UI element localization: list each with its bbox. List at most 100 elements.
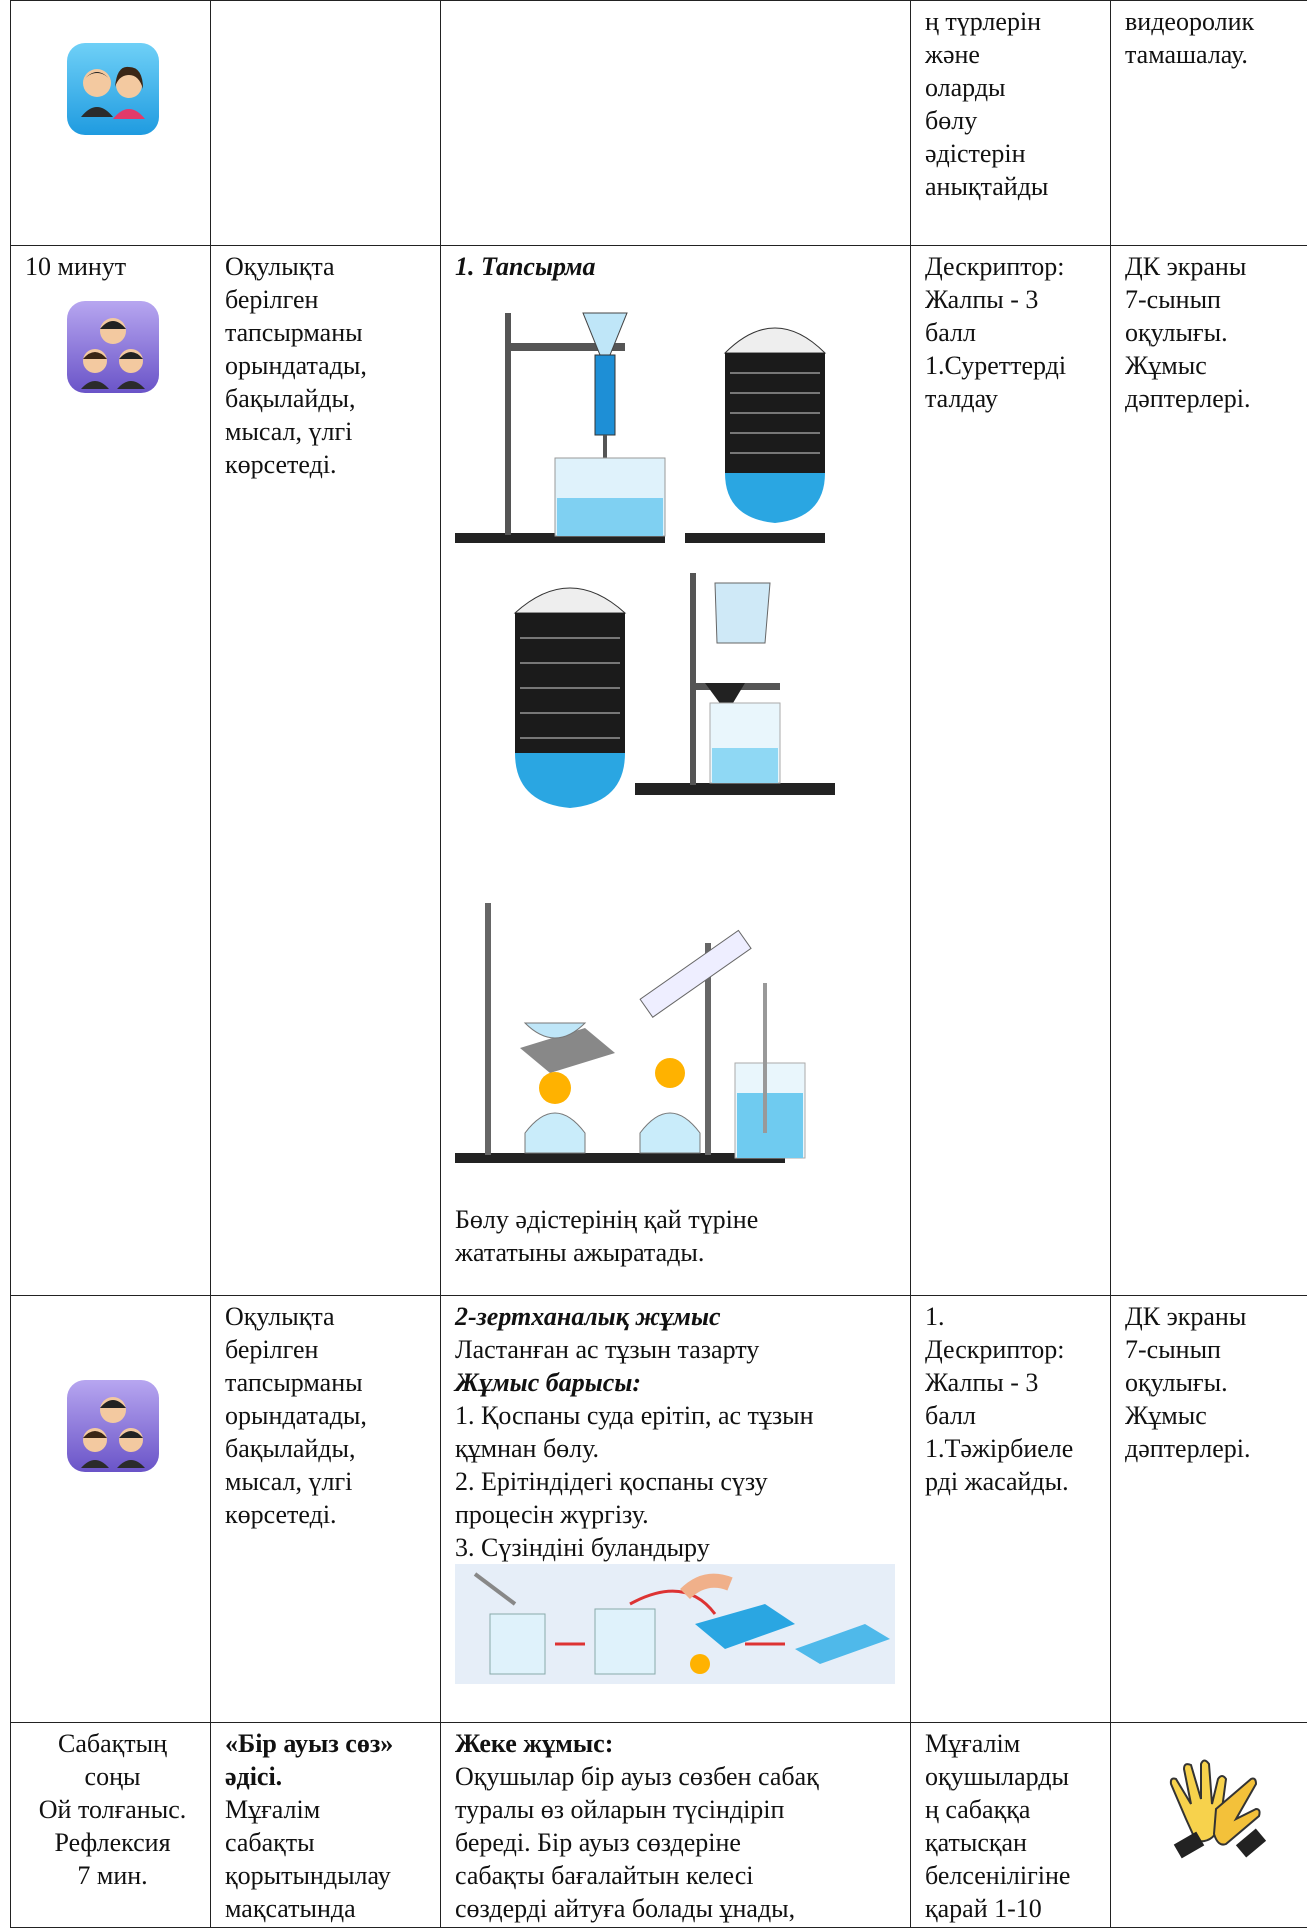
teacher-line: көрсетеді.	[225, 1498, 430, 1531]
resource-line: Жұмыс	[1125, 1399, 1297, 1432]
assessment-line: 1.Тәжірбиеле	[925, 1432, 1100, 1465]
step-line: 1. Қоспаны суда ерітіп, ас тұзын	[455, 1399, 900, 1432]
lab-title: 2-зертханалық жұмыс	[455, 1300, 900, 1333]
resource-line: видеоролик	[1125, 5, 1297, 38]
salt-purification-illustration	[455, 1564, 895, 1684]
resource-line: тамашалау.	[1125, 38, 1297, 71]
teacher-line: мысал, үлгі	[225, 415, 430, 448]
assessment-line: әдістерін	[925, 137, 1100, 170]
cell-stage	[11, 1296, 211, 1723]
cell-stage: 10 минут	[11, 246, 211, 1296]
step-line: 2. Ерітіндідегі қоспаны сүзу	[455, 1465, 900, 1498]
resource-line: Жұмыс	[1125, 349, 1297, 382]
teacher-line: сабақты	[225, 1826, 430, 1859]
cell-resources: видеоролик тамашалау.	[1111, 1, 1307, 246]
assessment-line: ң түрлерін	[925, 5, 1100, 38]
step-line: процесін жүргізу.	[455, 1498, 900, 1531]
assessment-line: оқушыларды	[925, 1760, 1100, 1793]
cell-resources: ДК экраны 7-сынып оқулығы. Жұмыс дәптерл…	[1111, 246, 1307, 1296]
resource-line: ДК экраны	[1125, 250, 1297, 283]
table-row: Оқулықта берілген тапсырманы орындатады,…	[11, 1296, 1307, 1723]
assessment-line: Дескриптор:	[925, 250, 1100, 283]
lesson-plan-table: ң түрлерін және оларды бөлу әдістерін ан…	[10, 0, 1307, 1928]
method-title: «Бір ауыз сөз»	[225, 1727, 430, 1760]
task-title: 1. Тапсырма	[455, 250, 900, 283]
cell-assessment: ң түрлерін және оларды бөлу әдістерін ан…	[911, 1, 1111, 246]
cell-teacher-activity: Оқулықта берілген тапсырманы орындатады,…	[211, 1296, 441, 1723]
work-line: сабақты бағалайтын келесі	[455, 1859, 900, 1892]
task-caption: Бөлу әдістерінің қай түріне	[455, 1203, 900, 1236]
assessment-line: Дескриптор:	[925, 1333, 1100, 1366]
teacher-line: бақылайды,	[225, 1432, 430, 1465]
group-work-icon	[67, 1380, 159, 1472]
step-line: 3. Сүзіндіні буландыру	[455, 1531, 900, 1564]
cell-stage	[11, 1, 211, 246]
resource-line: 7-сынып	[1125, 1333, 1297, 1366]
stage-line: Рефлексия	[25, 1826, 200, 1859]
pair-work-icon	[67, 43, 159, 135]
stage-line: Сабақтың	[25, 1727, 200, 1760]
cell-resources: ДК экраны 7-сынып оқулығы. Жұмыс дәптерл…	[1111, 1296, 1307, 1723]
stage-line: соңы	[25, 1760, 200, 1793]
stage-line: Ой толғаныс.	[25, 1793, 200, 1826]
teacher-line: көрсетеді.	[225, 448, 430, 481]
table-row: ң түрлерін және оларды бөлу әдістерін ан…	[11, 1, 1307, 246]
teacher-line: бақылайды,	[225, 382, 430, 415]
resource-line: оқулығы.	[1125, 316, 1297, 349]
resource-line: оқулығы.	[1125, 1366, 1297, 1399]
group-work-icon	[67, 301, 159, 393]
teacher-line: Оқулықта	[225, 250, 430, 283]
assessment-line: ң сабаққа	[925, 1793, 1100, 1826]
cell-student-activity: 1. Тапсырма	[441, 246, 911, 1296]
resource-line: дәптерлері.	[1125, 1432, 1297, 1465]
cell-student-activity	[441, 1, 911, 246]
assessment-line: қатысқан	[925, 1826, 1100, 1859]
work-line: береді. Бір ауыз сөздеріне	[455, 1826, 900, 1859]
clapping-hands-icon	[1156, 1749, 1266, 1859]
cell-stage: Сабақтың соңы Ой толғаныс. Рефлексия 7 м…	[11, 1723, 211, 1928]
task-caption: жататыны ажыратады.	[455, 1236, 900, 1269]
stage-time: 10 минут	[25, 250, 200, 283]
teacher-line: мысал, үлгі	[225, 1465, 430, 1498]
resource-line: дәптерлері.	[1125, 382, 1297, 415]
teacher-line: мақсатында	[225, 1892, 430, 1925]
cell-teacher-activity	[211, 1, 441, 246]
stage-line: 7 мин.	[25, 1859, 200, 1892]
cell-teacher-activity: «Бір ауыз сөз» әдісі. Мұғалім сабақты қо…	[211, 1723, 441, 1928]
assessment-line: рді жасайды.	[925, 1465, 1100, 1498]
assessment-line: 1.Суреттерді	[925, 349, 1100, 382]
method-title: әдісі.	[225, 1760, 430, 1793]
assessment-line: оларды	[925, 71, 1100, 104]
teacher-line: қорытындылау	[225, 1859, 430, 1892]
assessment-line: және	[925, 38, 1100, 71]
work-title: Жеке жұмыс:	[455, 1727, 900, 1760]
teacher-line: орындатады,	[225, 349, 430, 382]
table-row: Сабақтың соңы Ой толғаныс. Рефлексия 7 м…	[11, 1723, 1307, 1928]
cell-student-activity: 2-зертханалық жұмыс Ластанған ас тұзын т…	[441, 1296, 911, 1723]
teacher-line: Мұғалім	[225, 1793, 430, 1826]
assessment-line: балл	[925, 316, 1100, 349]
teacher-line: орындатады,	[225, 1399, 430, 1432]
progress-title: Жұмыс барысы:	[455, 1366, 900, 1399]
cell-assessment: 1. Дескриптор: Жалпы - 3 балл 1.Тәжірбие…	[911, 1296, 1111, 1723]
assessment-line: бөлу	[925, 104, 1100, 137]
lab-apparatus-illustration	[455, 283, 900, 1203]
teacher-line: тапсырманы	[225, 316, 430, 349]
assessment-line: белсенілігіне	[925, 1859, 1100, 1892]
teacher-line: берілген	[225, 1333, 430, 1366]
cell-resources	[1111, 1723, 1307, 1928]
table-row: 10 минут Оқулықта берілген тапсырманы ор…	[11, 246, 1307, 1296]
resource-line: 7-сынып	[1125, 283, 1297, 316]
work-line: Оқушылар бір ауыз сөзбен сабақ	[455, 1760, 900, 1793]
cell-teacher-activity: Оқулықта берілген тапсырманы орындатады,…	[211, 246, 441, 1296]
assessment-line: Жалпы - 3	[925, 1366, 1100, 1399]
assessment-line: балл	[925, 1399, 1100, 1432]
work-line: сөздерді айтуға болады ұнады,	[455, 1892, 900, 1925]
assessment-line: 1.	[925, 1300, 1100, 1333]
cell-assessment: Дескриптор: Жалпы - 3 балл 1.Суреттерді …	[911, 246, 1111, 1296]
teacher-line: берілген	[225, 283, 430, 316]
cell-assessment: Мұғалім оқушыларды ң сабаққа қатысқан бе…	[911, 1723, 1111, 1928]
assessment-line: қарай 1-10	[925, 1892, 1100, 1925]
work-line: туралы өз ойларын түсіндіріп	[455, 1793, 900, 1826]
lab-subtitle: Ластанған ас тұзын тазарту	[455, 1333, 900, 1366]
